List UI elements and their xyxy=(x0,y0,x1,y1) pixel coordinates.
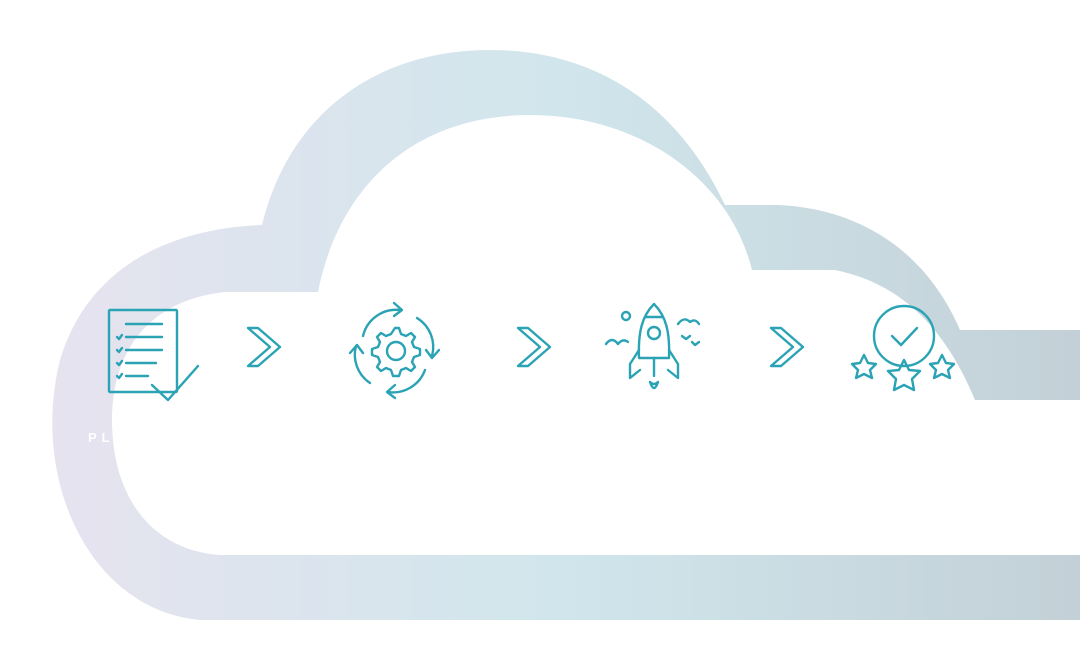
rocket-icon xyxy=(604,302,701,390)
checklist-icon xyxy=(107,308,200,402)
cloud-inner xyxy=(112,115,1080,555)
step-label: PL xyxy=(88,430,115,445)
chevron-right-icon xyxy=(769,326,805,368)
chevron-right-icon xyxy=(516,326,552,368)
chevron-right-icon xyxy=(246,326,282,368)
stars-check-icon xyxy=(850,304,956,392)
gear-cycle-icon xyxy=(348,301,441,400)
